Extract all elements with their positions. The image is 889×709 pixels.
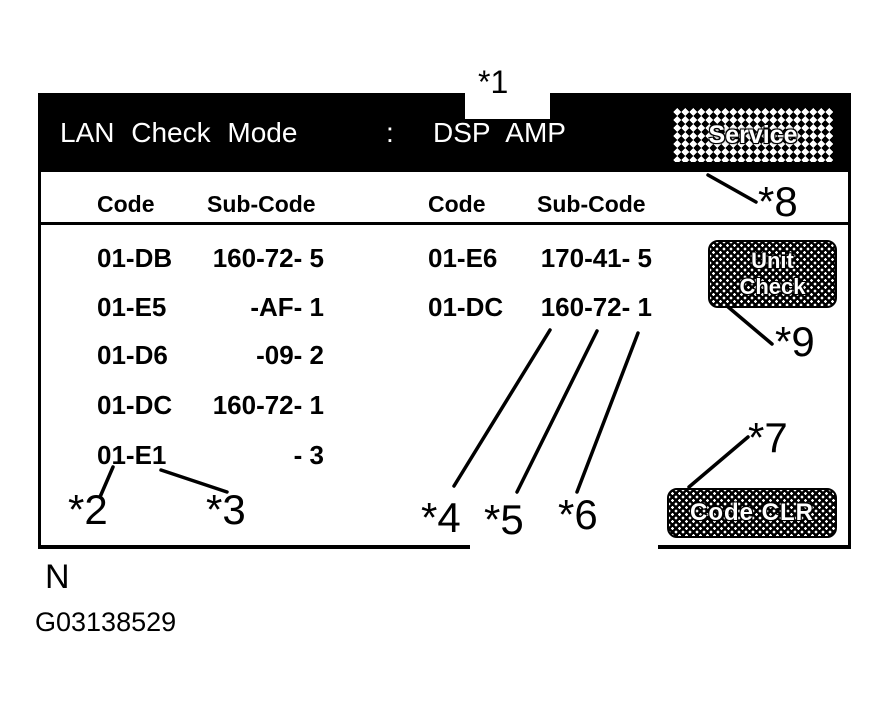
- callout-label-9: *9: [775, 318, 815, 365]
- code-value: 01-DC: [428, 292, 504, 322]
- box-border-right: [848, 172, 851, 549]
- callout-label-1: *1: [478, 64, 509, 100]
- callout-label-2: *2: [68, 486, 108, 533]
- table-row: 01-DC 160-72- 1: [38, 390, 851, 422]
- sub-code-value: 160-72- 1: [540, 292, 652, 322]
- code-value: 01-DC: [97, 390, 173, 420]
- column-header-code-left: Code: [97, 191, 155, 217]
- column-header-subcode-left: Sub-Code: [207, 191, 316, 217]
- column-header-subcode-right: Sub-Code: [537, 191, 646, 217]
- box-border-left: [38, 172, 41, 549]
- title-bar: LAN Check Mode : DSP AMP Service: [38, 93, 851, 172]
- box-border-bottom-right-segment: [658, 545, 851, 549]
- sub-code-value: -09- 2: [256, 340, 324, 370]
- callout-label-6: *6: [558, 491, 598, 538]
- sub-code-value: 160-72- 1: [212, 390, 324, 420]
- callout-label-5: *5: [484, 496, 524, 543]
- callout-label-3: *3: [206, 486, 246, 533]
- service-button[interactable]: Service: [673, 108, 833, 162]
- unit-check-button-label-line2: Check: [739, 274, 806, 299]
- figure-id: G03138529: [35, 607, 177, 637]
- code-value: 01-E5: [97, 292, 167, 322]
- note-marker: N: [45, 558, 70, 596]
- code-value: 01-D6: [97, 340, 168, 370]
- sub-code-value: 170-41- 5: [540, 243, 652, 273]
- code-clr-button-label: Code CLR: [690, 499, 814, 526]
- column-header-code-right: Code: [428, 191, 486, 217]
- callout-label-4: *4: [421, 494, 461, 541]
- unit-check-button[interactable]: Unit Check: [708, 240, 837, 308]
- box-border-bottom-left-segment: [38, 545, 470, 549]
- sub-code-value: -AF- 1: [250, 292, 324, 322]
- sub-code-value: - 3: [293, 440, 324, 470]
- code-value: 01-E1: [97, 440, 167, 470]
- table-row: 01-D6 -09- 2: [38, 340, 851, 372]
- title-separator: :: [386, 117, 394, 148]
- table-row: 01-DB 160-72- 5 01-E6 170-41- 5: [38, 243, 851, 275]
- callout-label-8: *8: [758, 178, 798, 225]
- callout-line-8: [706, 173, 758, 204]
- sub-code-value: 160-72- 5: [212, 243, 324, 273]
- code-value: 01-DB: [97, 243, 173, 273]
- callout-label-7: *7: [748, 414, 788, 461]
- table-row: 01-E1 - 3: [38, 440, 851, 472]
- device-name: DSP AMP: [433, 117, 566, 148]
- screen-title: LAN Check Mode: [60, 117, 298, 148]
- unit-check-button-label-line1: Unit: [751, 247, 794, 273]
- header-underline: [38, 222, 851, 225]
- service-button-label: Service: [708, 120, 798, 149]
- code-value: 01-E6: [428, 243, 498, 273]
- callout-1-notch: [465, 93, 550, 119]
- table-row: 01-E5 -AF- 1 01-DC 160-72- 1: [38, 292, 851, 324]
- code-clr-button[interactable]: Code CLR: [667, 488, 837, 538]
